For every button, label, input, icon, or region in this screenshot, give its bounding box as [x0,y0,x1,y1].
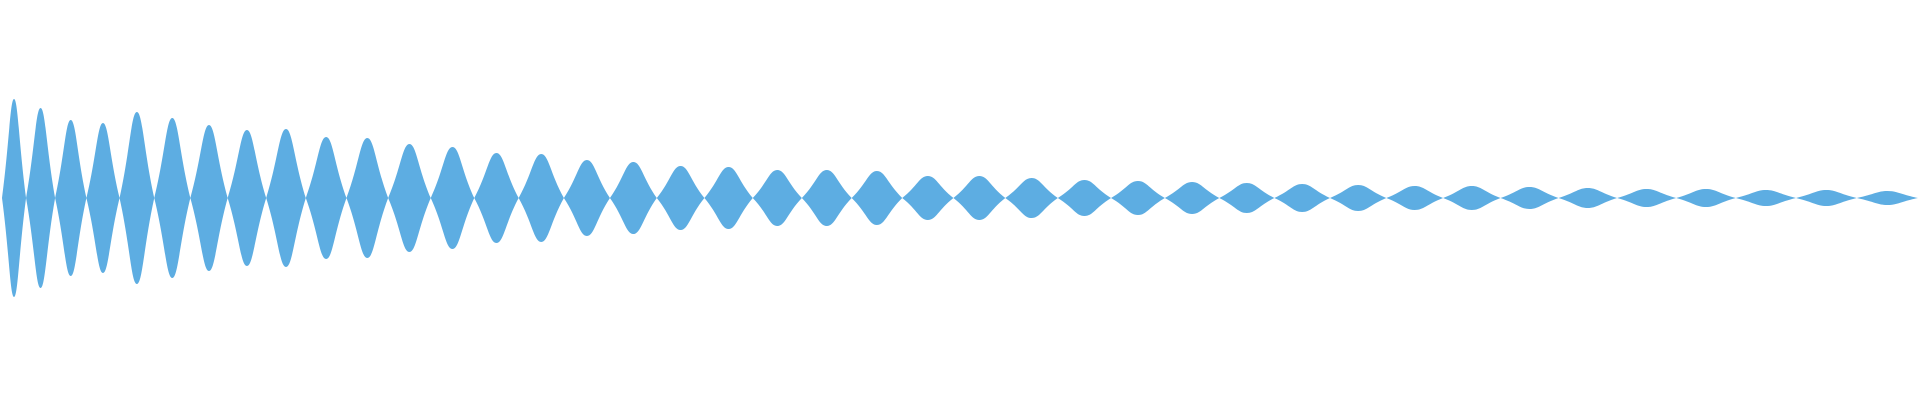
waveform-lobe [656,166,705,230]
waveform-lobe [55,120,87,276]
waveform-lobe [430,147,475,249]
waveform-lobe [1219,183,1275,213]
waveform-lobe [346,138,389,258]
waveform-lobe [1443,186,1501,210]
waveform-lobe [1856,191,1918,205]
waveform-lobe [2,99,27,297]
waveform-lobe [1386,186,1444,210]
waveform-lobe [563,160,610,236]
waveform-lobe [1057,180,1112,216]
waveform-lobe [801,170,852,226]
waveform-lobe [1617,189,1677,207]
waveform-lobe [953,176,1006,220]
waveform-lobe [609,162,657,234]
waveform-lobe [227,130,267,266]
waveform-lobe [851,171,903,225]
waveform-lobe [518,154,564,242]
waveform-lobe [1111,181,1165,215]
waveform-lobe [266,129,306,267]
waveform-lobe [119,112,155,284]
waveform-lobe [752,170,802,226]
waveform-lobe [1676,189,1736,207]
waveform-lobe [190,125,228,271]
waveform-lobe [1005,178,1058,218]
waveform-lobe [1735,190,1797,206]
waveform-lobe [388,144,431,252]
waveform-lobe [474,153,519,243]
waveform-lobe [1274,184,1331,212]
waveform-lobe [902,176,954,220]
waveform-lobe [26,108,56,288]
waveform-lobe [1500,187,1559,209]
waveform-lobe [1796,190,1857,206]
waveform-lobe [305,137,347,259]
waveform-lobe [86,123,120,273]
waveform-lobe [1330,185,1387,211]
waveform-lobe [1164,182,1220,214]
waveform-lobe [704,167,753,229]
waveform-lobe [154,118,191,278]
waveform-lobe [1558,188,1618,208]
